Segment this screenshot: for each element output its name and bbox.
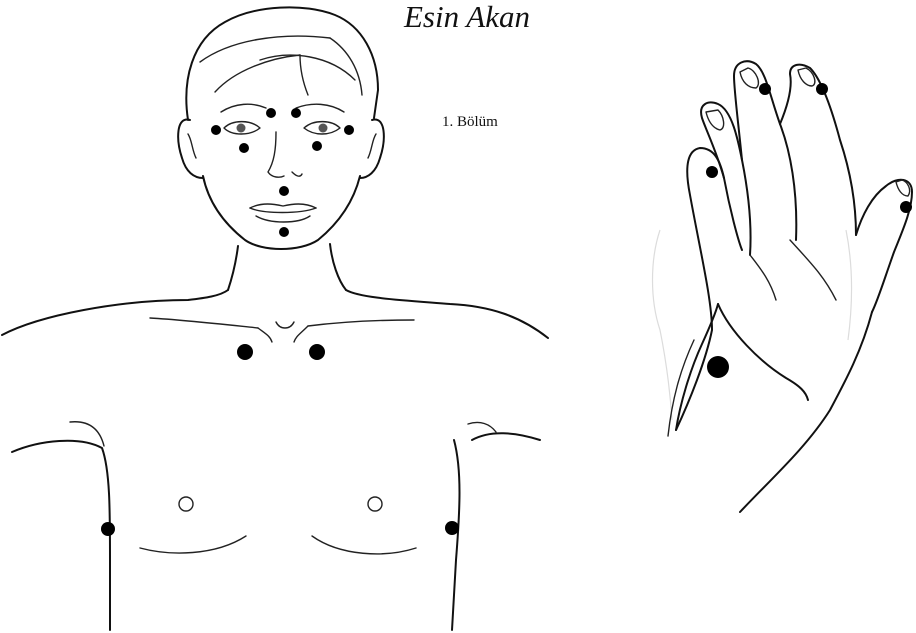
point-under-eye-right <box>312 141 322 151</box>
point-collarbone-left <box>237 344 253 360</box>
point-thumb <box>900 201 912 213</box>
point-karate-chop <box>707 356 729 378</box>
point-collarbone-right <box>309 344 325 360</box>
torso-outline <box>2 244 548 630</box>
point-eyebrow-left <box>266 108 276 118</box>
point-side-eye-left <box>211 125 221 135</box>
tapping-points <box>101 83 912 536</box>
point-side-eye-right <box>344 125 354 135</box>
point-index-finger <box>816 83 828 95</box>
point-under-eye-left <box>239 143 249 153</box>
hand-outline <box>653 61 913 512</box>
point-middle-finger <box>759 83 771 95</box>
point-eyebrow-right <box>291 108 301 118</box>
point-chin <box>279 227 289 237</box>
point-under-nose <box>279 186 289 196</box>
point-pinky-finger <box>706 166 718 178</box>
point-under-arm-left <box>101 522 115 536</box>
point-under-arm-right <box>445 521 459 535</box>
